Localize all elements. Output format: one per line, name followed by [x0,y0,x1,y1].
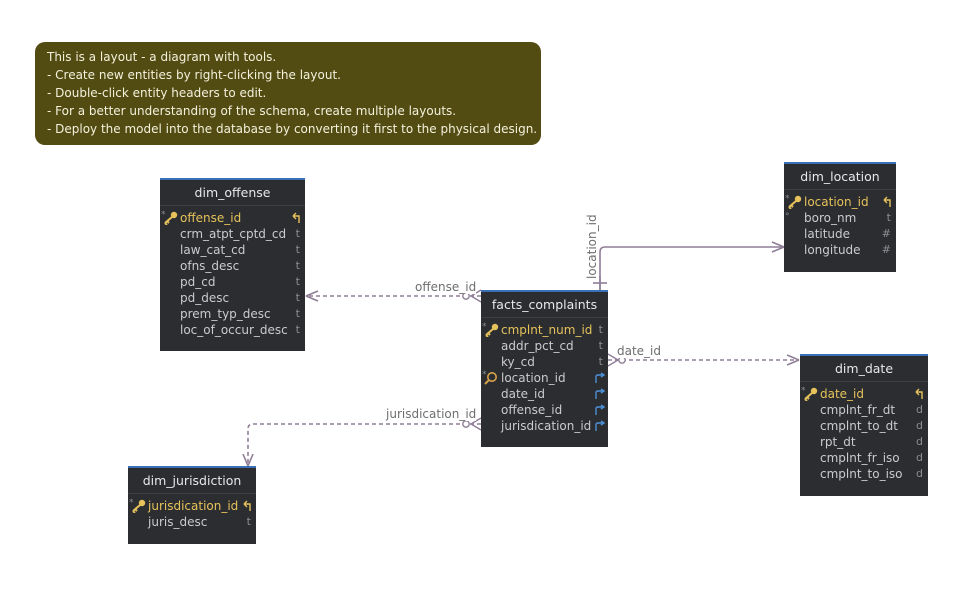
fk-arrow-icon [595,388,606,399]
fk-arrow-icon [595,420,606,431]
arrow-head-icon [771,241,785,253]
key-icon [164,211,178,225]
entity-header[interactable]: dim_offense [160,180,305,206]
key-icon [788,195,802,209]
pk-marker-icon [292,212,300,223]
relation-label-date: date_id [617,344,662,358]
layout-note[interactable]: This is a layout - a diagram with tools.… [35,42,541,145]
field-row[interactable]: date_id [481,386,608,402]
key-icon [485,323,499,337]
entity-header[interactable]: dim_jurisdiction [128,468,256,494]
pk-marker-icon [883,196,891,207]
field-row[interactable]: * location_id [784,194,896,210]
fk-arrow-icon [595,404,606,415]
relation-label-jurisdiction: jurisdication_id [386,407,477,421]
field-row[interactable]: * location_id [481,370,608,386]
entity-header[interactable]: facts_complaints [481,292,608,318]
note-line: This is a layout - a diagram with tools. [47,50,277,64]
field-row[interactable]: longitude# [804,243,891,257]
field-row[interactable]: * cmplnt_num_id t [482,322,603,337]
entity-dim-offense[interactable]: dim_offense * offense_id crm_atpt_cptd_c… [160,178,305,351]
field-row[interactable]: offense_id [481,402,608,418]
fk-arrow-icon [595,372,606,383]
relation-label-offense: offense_id [415,280,477,294]
arrow-head-icon [305,290,319,302]
note-line: - For a better understanding of the sche… [47,104,457,118]
entity-header[interactable]: dim_location [784,164,896,190]
field-row[interactable]: * offense_id [160,210,305,226]
entity-dim-jurisdiction[interactable]: dim_jurisdiction * jurisdication_id juri… [128,466,256,544]
arrow-head-icon [786,354,800,366]
magnifier-icon [484,372,497,385]
pk-marker-icon [243,500,251,511]
note-line: - Double-click entity headers to edit. [47,86,267,100]
key-icon [804,387,818,401]
entity-header[interactable]: dim_date [800,356,928,382]
key-icon [132,499,146,513]
relation-location[interactable] [593,241,785,291]
relation-jurisdiction[interactable] [242,417,482,467]
field-row[interactable]: jurisdication_id [481,418,608,434]
field-row[interactable]: * date_id [800,386,928,402]
field-row[interactable]: * jurisdication_id [128,498,256,514]
relation-label-location: location_id [585,214,599,279]
entity-facts-complaints[interactable]: facts_complaints * cmplnt_num_id t addr_… [481,290,608,447]
note-line: - Deploy the model into the database by … [47,122,538,136]
pk-marker-icon [915,388,923,399]
arrow-head-icon [242,453,254,467]
field-row[interactable]: latitude# [804,227,891,241]
note-line: - Create new entities by right-clicking … [47,68,341,82]
